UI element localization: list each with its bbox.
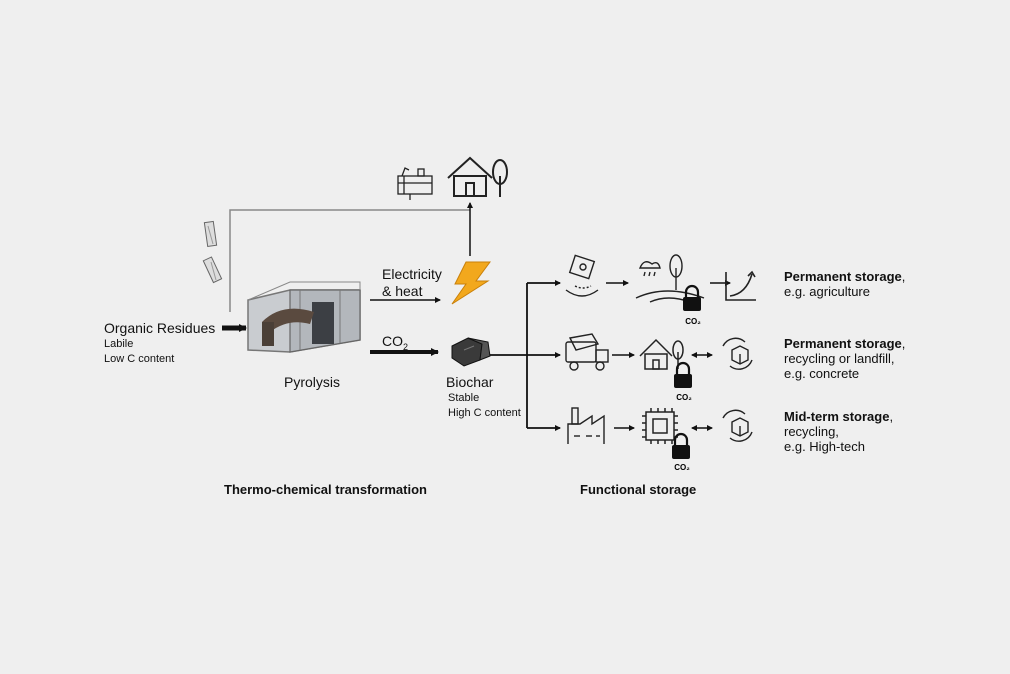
- biochar-icon: [451, 337, 491, 367]
- desk-icon: [397, 167, 433, 200]
- section-title-left: Thermo-chemical transformation: [224, 482, 427, 497]
- lock-co2-label: CO₂: [674, 463, 690, 472]
- recycle-box-icon: [722, 337, 753, 370]
- storage-item: Permanent storage, recycling or landfill…: [784, 336, 906, 381]
- field-icon: [635, 254, 705, 303]
- soil-bag-icon: [565, 254, 599, 297]
- lock-icon: CO₂: [683, 284, 701, 326]
- factory-icon: [567, 407, 605, 444]
- pyrolysis-label: Pyrolysis: [284, 374, 341, 390]
- recycle-box-icon: [722, 409, 753, 442]
- lock-co2-label: CO₂: [676, 393, 692, 402]
- high-c-label: High C content: [448, 407, 521, 419]
- organic-residues-label: Organic Residues: [104, 320, 216, 336]
- chip-icon: [642, 408, 678, 444]
- lightning-icon: [451, 261, 491, 305]
- branch-connector: [490, 280, 561, 431]
- house-icon: [447, 156, 508, 197]
- storage-item: Permanent storage, e.g. agriculture: [784, 269, 906, 299]
- house-tree-icon: [639, 338, 684, 370]
- feed-line: [229, 209, 470, 312]
- labile-label: Labile: [104, 338, 134, 350]
- low-c-label: Low C content: [104, 353, 175, 365]
- lock-icon: CO₂: [672, 432, 690, 472]
- electricity-label: Electricity: [382, 266, 442, 282]
- pyrolysis-container-icon: [247, 281, 361, 353]
- residue-icon: [202, 220, 223, 284]
- lock-icon: CO₂: [674, 361, 692, 402]
- co2-label: CO2: [382, 333, 409, 352]
- storage-item: Mid-term storage, recycling, e.g. High-t…: [784, 409, 894, 454]
- section-title-right: Functional storage: [580, 482, 697, 497]
- lock-co2-label: CO₂: [685, 317, 701, 326]
- concrete-truck-icon: [565, 333, 609, 371]
- stable-label: Stable: [448, 392, 480, 404]
- growth-chart-icon: [725, 270, 756, 301]
- heat-label: & heat: [382, 283, 423, 299]
- biochar-label: Biochar: [446, 374, 494, 390]
